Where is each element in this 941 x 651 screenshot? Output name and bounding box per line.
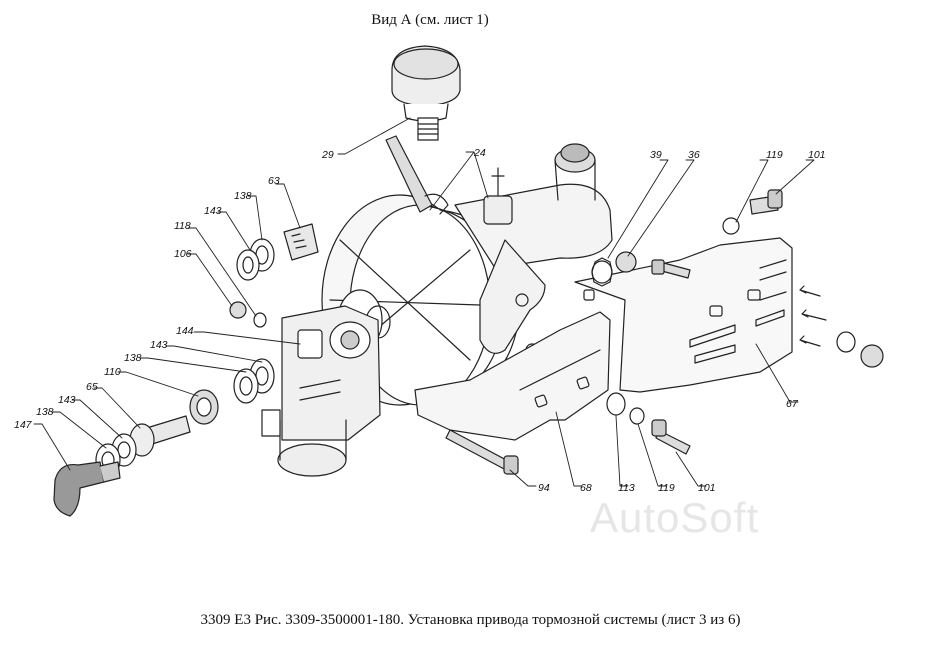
fitting-63-part: [283, 223, 319, 261]
callout-138-top: 138: [234, 190, 252, 202]
nut-36-part: [615, 251, 637, 273]
callout-147: 147: [14, 419, 33, 431]
callout-119-low: 119: [658, 482, 675, 494]
valve-block-part: [261, 305, 381, 477]
fitting-65-part: [129, 415, 191, 457]
callout-143-top: 143: [204, 205, 222, 217]
nut-110-part: [189, 389, 219, 425]
callout-143-low: 143: [58, 394, 76, 406]
leader-lines: [33, 117, 815, 487]
callout-labels: 29 24 39 36 119 101 63 138 143 118 106 1…: [14, 147, 826, 494]
bolt-94-part: [445, 429, 519, 475]
washer-138-mid-part: [233, 368, 259, 404]
callout-138-low: 138: [36, 406, 54, 418]
callout-143-mid: 143: [150, 339, 168, 351]
callout-110: 110: [104, 366, 121, 378]
washer-right-part: [836, 331, 856, 353]
callout-68: 68: [580, 482, 592, 494]
nut-39-part: [591, 257, 613, 287]
callout-29: 29: [321, 149, 334, 161]
master-cylinder-part: [454, 143, 613, 357]
bracket-68-part: [414, 311, 611, 441]
callout-94: 94: [538, 482, 550, 494]
watermark: AutoSoft: [590, 494, 760, 541]
callout-138-mid: 138: [124, 352, 142, 364]
callout-119-top: 119: [766, 149, 783, 161]
bolt-101-top-part: [749, 189, 783, 215]
view-title: Вид А (см. лист 1): [371, 12, 489, 28]
callout-63: 63: [268, 175, 280, 187]
figure-caption: 3309 Е3 Рис. 3309-3500001-180. Установка…: [200, 612, 741, 628]
callout-39: 39: [650, 149, 662, 161]
callout-144: 144: [176, 325, 194, 337]
washer-118-part: [253, 312, 267, 328]
wing-bolt-147-part: [53, 461, 121, 517]
washer-138-top-part: [236, 249, 260, 281]
callout-113: 113: [618, 482, 635, 494]
filter-cap-part: [391, 45, 461, 141]
callout-106: 106: [174, 248, 192, 260]
hose-pipe-part: [385, 135, 449, 215]
nut-right-part: [860, 344, 884, 368]
callout-118: 118: [174, 220, 191, 232]
bolt-upper-part: [651, 259, 691, 279]
callout-65: 65: [86, 381, 98, 393]
bolt-101-low-part: [651, 419, 691, 455]
nut-106-part: [229, 301, 247, 319]
callout-67: 67: [786, 398, 799, 410]
callout-24: 24: [473, 147, 486, 159]
bracket-67-part: [574, 237, 793, 393]
washer-113-part: [606, 392, 626, 416]
direction-arrows: [799, 285, 827, 347]
callout-36: 36: [688, 149, 700, 161]
washer-119-top-part: [722, 217, 740, 235]
callout-101-low: 101: [698, 482, 716, 494]
washer-119-low-part: [629, 407, 645, 425]
callout-101-top: 101: [808, 149, 826, 161]
